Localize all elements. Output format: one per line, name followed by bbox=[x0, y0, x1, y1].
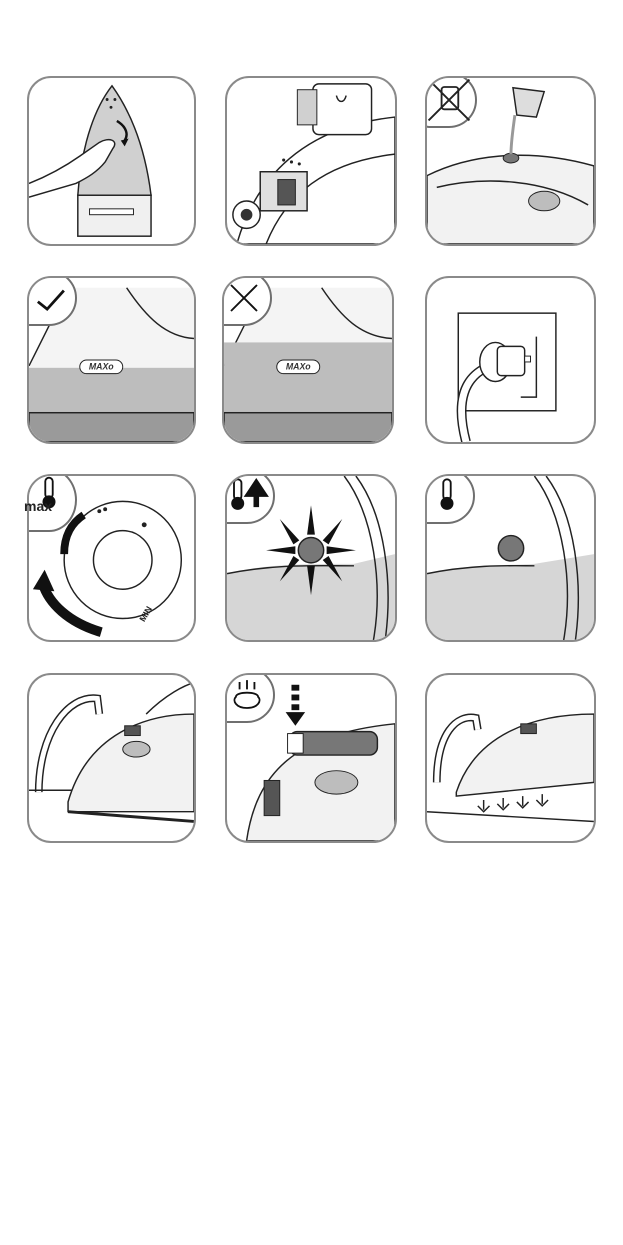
thermometer-icon bbox=[425, 474, 475, 524]
step-panel-clean-soleplate bbox=[27, 76, 196, 246]
iron-soleplate-illustration bbox=[29, 78, 194, 244]
check-icon bbox=[27, 276, 77, 326]
plug-in-socket-illustration bbox=[427, 278, 594, 442]
max-fill-mark: MAXo bbox=[89, 362, 114, 372]
max-temp-label: max bbox=[24, 498, 52, 514]
step-panel-plug-in bbox=[425, 276, 596, 444]
steam-icon bbox=[225, 673, 275, 723]
step-panel-press-steam-button bbox=[225, 673, 397, 843]
vertical-steam-illustration bbox=[427, 675, 594, 841]
max-fill-mark: MAXo bbox=[286, 362, 311, 372]
step-panel-light-on-heating bbox=[225, 474, 397, 642]
step-panel-steam-selector bbox=[225, 76, 397, 246]
steam-selector-illustration bbox=[227, 78, 395, 244]
step-panel-set-max-temp: MIN bbox=[27, 474, 196, 642]
thermometer-up-icon bbox=[225, 474, 275, 524]
no-plug-icon bbox=[425, 76, 477, 128]
step-panel-iron-over-sink bbox=[27, 673, 196, 843]
step-panel-fill-water bbox=[425, 76, 596, 246]
step-panel-water-level-overfilled: MAXo bbox=[222, 276, 394, 444]
iron-over-sink-illustration bbox=[29, 675, 194, 841]
step-panel-light-off-ready bbox=[425, 474, 596, 642]
cross-icon bbox=[222, 276, 272, 326]
step-panel-vertical-steam bbox=[425, 673, 596, 843]
step-panel-water-level-ok: MAXo bbox=[27, 276, 196, 444]
